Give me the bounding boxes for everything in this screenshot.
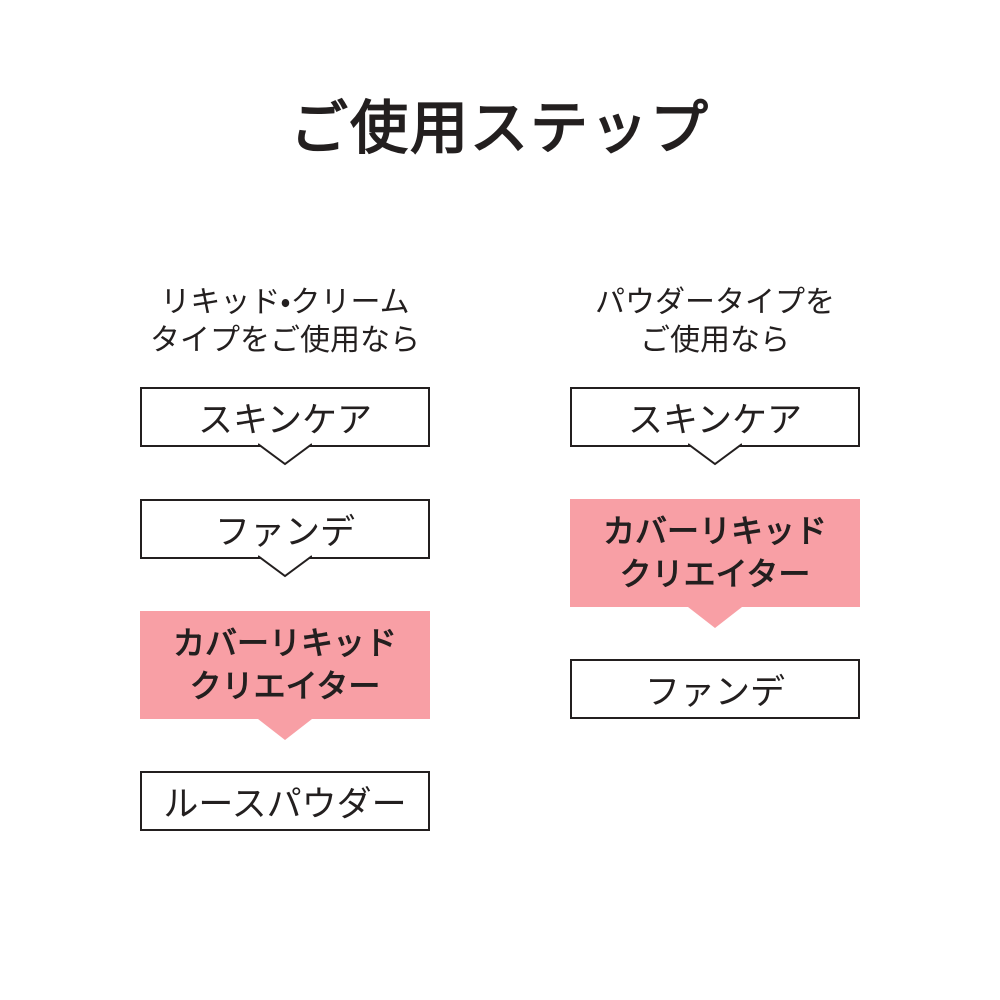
down-notch-icon [258,719,312,740]
step-label-line: ルースパウダー [163,784,407,824]
step-label: ルースパウダー [163,776,406,827]
down-notch-icon [258,555,312,578]
step-label-line: クリエイター [189,668,381,704]
heading-line: ご使用なら [640,324,790,357]
step-label: ファンデ [215,504,355,555]
step-label-line: ファンデ [644,672,785,712]
step-label-line: スキンケア [628,400,802,440]
step-label-line: スキンケア [198,400,372,440]
down-notch-icon [688,443,742,466]
heading-line: リキッド・クリーム [160,286,410,319]
step-label-line: カバーリキッド [602,513,827,549]
usage-steps-columns: リキッド・クリーム タイプをご使用なら スキンケア ファンデ [0,284,1000,831]
step-label: スキンケア [628,392,802,443]
step-box-skincare: スキンケア [140,387,430,466]
down-notch-icon [688,607,742,628]
down-notch-icon [258,443,312,466]
step-label: カバーリキッド クリエイター [603,510,827,596]
column-heading: パウダータイプを ご使用なら [595,284,835,360]
step-label-line: クリエイター [619,556,811,592]
heading-line: パウダータイプを [595,286,835,319]
column-heading: リキッド・クリーム タイプをご使用なら [150,284,420,360]
steps-list: スキンケア ファンデ カバーリキッド クリエイタ [140,387,430,831]
step-label: カバーリキッド クリエイター [173,622,397,708]
step-label: スキンケア [198,392,372,443]
step-box-foundation: ファンデ [570,659,860,719]
column-powder-type: パウダータイプを ご使用なら スキンケア カバーリキッド クリエイター [570,284,860,831]
step-box-skincare: スキンケア [570,387,860,466]
heading-line: タイプをご使用なら [150,324,420,357]
step-box-foundation: ファンデ [140,499,430,578]
step-label: ファンデ [645,664,785,715]
step-box-cover-liquid-creator: カバーリキッド クリエイター [140,611,430,740]
steps-list: スキンケア カバーリキッド クリエイター ファンデ [570,387,860,719]
step-label-line: カバーリキッド [172,625,397,661]
step-box-loose-powder: ルースパウダー [140,771,430,831]
step-box-cover-liquid-creator: カバーリキッド クリエイター [570,499,860,628]
step-label-line: ファンデ [214,512,355,552]
page-title: ご使用ステップ [289,96,710,161]
column-liquid-cream-type: リキッド・クリーム タイプをご使用なら スキンケア ファンデ [140,284,430,831]
